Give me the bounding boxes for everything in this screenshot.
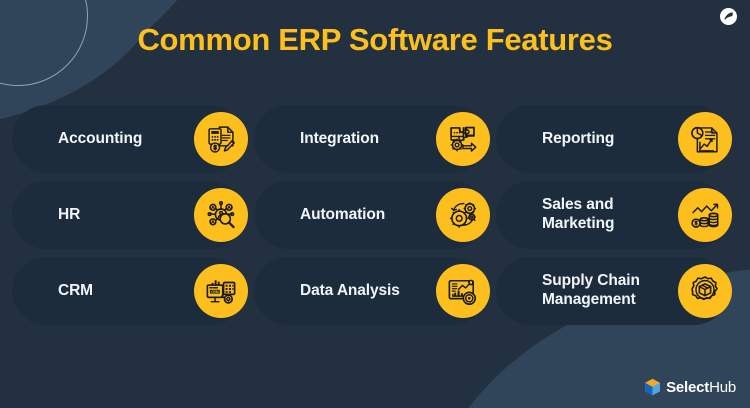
feature-label: HR xyxy=(58,205,81,223)
feature-label: Accounting xyxy=(58,129,143,147)
feature-label: CRM xyxy=(58,281,93,299)
feature-label: Data Analysis xyxy=(300,281,400,299)
report-chart-document-icon xyxy=(678,112,732,166)
feature-label: Integration xyxy=(300,129,379,147)
feature-card-accounting[interactable]: Accounting xyxy=(12,105,248,173)
features-grid: Accounting xyxy=(12,105,738,325)
feature-card-reporting[interactable]: Reporting xyxy=(496,105,732,173)
feature-card-hr[interactable]: HR xyxy=(12,181,248,249)
calculator-document-icon xyxy=(194,112,248,166)
play-arrow-badge[interactable] xyxy=(720,8,737,25)
selecthub-cube-logo-icon xyxy=(644,378,661,396)
box-gear-icon xyxy=(678,264,732,318)
gears-icon xyxy=(436,188,490,242)
analytics-target-icon xyxy=(436,264,490,318)
page-title: Common ERP Software Features xyxy=(137,22,613,57)
play-arrow-icon xyxy=(723,11,734,22)
feature-label: Reporting xyxy=(542,129,615,147)
selecthub-logo[interactable]: SelectHub xyxy=(644,378,736,396)
crm-monitor-icon: CRM xyxy=(194,264,248,318)
feature-card-integration[interactable]: Integration xyxy=(254,105,490,173)
selecthub-wordmark: SelectHub xyxy=(666,379,736,396)
feature-card-data-analysis[interactable]: Data Analysis xyxy=(254,257,490,325)
puzzle-gear-arrow-icon xyxy=(436,112,490,166)
feature-label: Automation xyxy=(300,205,386,223)
feature-card-sales-and-marketing[interactable]: Sales and Marketing xyxy=(496,181,732,249)
svg-text:CRM: CRM xyxy=(211,290,219,294)
coins-growth-arrow-icon xyxy=(678,188,732,242)
feature-card-automation[interactable]: Automation xyxy=(254,181,490,249)
feature-card-supply-chain-management[interactable]: Supply Chain Management xyxy=(496,257,732,325)
decorative-shape-bottom-right-inner xyxy=(530,328,750,408)
brand-bold: Select xyxy=(666,378,710,396)
people-network-magnifier-icon xyxy=(194,188,248,242)
feature-card-crm[interactable]: CRM CRM xyxy=(12,257,248,325)
brand-light: Hub xyxy=(709,378,736,396)
